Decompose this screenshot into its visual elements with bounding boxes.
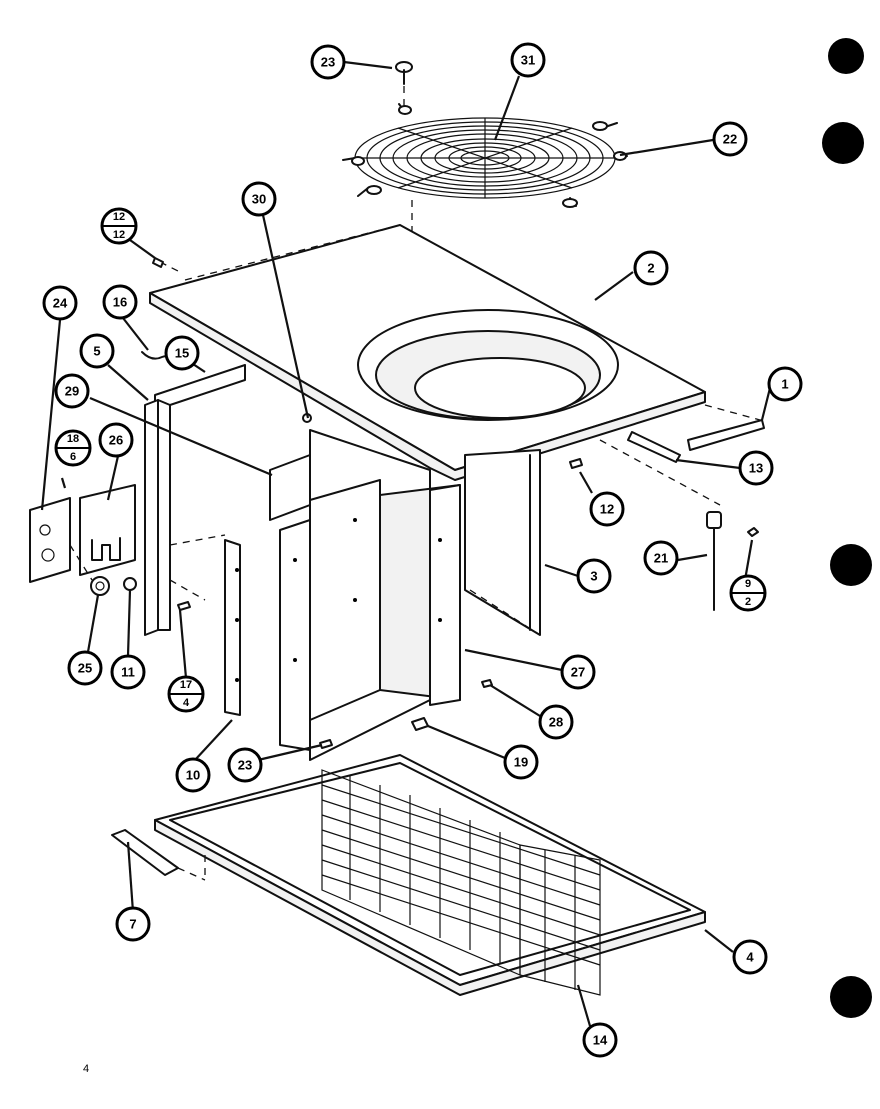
fraction-callout-18-6: 18 6 bbox=[54, 429, 92, 467]
callout-19-label: 19 bbox=[514, 755, 528, 770]
callout-16-label: 16 bbox=[113, 295, 127, 310]
callout-30: 30 bbox=[241, 181, 277, 217]
fraction-12-12-bottom: 12 bbox=[113, 229, 125, 241]
callout-4: 4 bbox=[732, 939, 768, 975]
screw-part-top bbox=[395, 61, 413, 106]
callout-15-label: 15 bbox=[175, 346, 189, 361]
callout-23-top-label: 23 bbox=[321, 55, 335, 70]
callout-14: 14 bbox=[582, 1022, 618, 1058]
callout-26-label: 26 bbox=[109, 433, 123, 448]
fraction-callout-17-4: 17 4 bbox=[167, 675, 205, 713]
page-number: 4 bbox=[83, 1063, 89, 1075]
callout-21-label: 21 bbox=[654, 551, 668, 566]
callout-24: 24 bbox=[42, 285, 78, 321]
base-pan-part bbox=[154, 754, 706, 996]
clip-part bbox=[627, 431, 681, 463]
fraction-18-6-bottom: 6 bbox=[70, 451, 76, 463]
callout-31: 31 bbox=[510, 42, 546, 78]
callout-22-label: 22 bbox=[723, 132, 737, 147]
callout-12-right: 12 bbox=[589, 491, 625, 527]
coil-part bbox=[321, 769, 601, 996]
screw-part-lower bbox=[319, 739, 333, 749]
callout-2-label: 2 bbox=[647, 261, 654, 276]
callout-26: 26 bbox=[98, 422, 134, 458]
callout-24-label: 24 bbox=[53, 296, 68, 311]
callout-13-label: 13 bbox=[749, 461, 763, 476]
callout-10: 10 bbox=[175, 757, 211, 793]
fraction-17-4-bottom: 4 bbox=[183, 697, 190, 709]
callout-5-label: 5 bbox=[93, 344, 100, 359]
screw-part-far-right bbox=[747, 527, 759, 537]
callout-11-label: 11 bbox=[121, 665, 135, 680]
screw-part-lower-left bbox=[177, 601, 191, 611]
callout-29: 29 bbox=[54, 373, 90, 409]
top-panel-part bbox=[149, 224, 706, 481]
nut-part bbox=[411, 717, 429, 731]
access-panel-part bbox=[29, 497, 71, 583]
callout-29-label: 29 bbox=[65, 384, 79, 399]
callout-14-label: 14 bbox=[593, 1033, 608, 1048]
fraction-9-2-bottom: 2 bbox=[745, 596, 751, 608]
fraction-9-2-top: 9 bbox=[745, 578, 751, 590]
callout-28-label: 28 bbox=[549, 715, 563, 730]
callout-25-label: 25 bbox=[78, 661, 92, 676]
callout-27: 27 bbox=[560, 654, 596, 690]
callout-7: 7 bbox=[115, 906, 151, 942]
side-panel-part bbox=[464, 449, 541, 636]
callout-23-lower: 23 bbox=[227, 747, 263, 783]
grommet-parts bbox=[90, 576, 137, 596]
fan-guard-part bbox=[342, 103, 628, 208]
callout-23-lower-label: 23 bbox=[238, 758, 252, 773]
callout-15: 15 bbox=[164, 335, 200, 371]
callout-3: 3 bbox=[576, 558, 612, 594]
fraction-callout-9-2: 9 2 bbox=[729, 574, 767, 612]
callout-16: 16 bbox=[102, 284, 138, 320]
fraction-17-4-top: 17 bbox=[180, 679, 192, 691]
callout-1-label: 1 bbox=[781, 377, 788, 392]
callout-30-label: 30 bbox=[252, 192, 266, 207]
cabinet-body-part bbox=[279, 429, 461, 761]
callout-5: 5 bbox=[79, 333, 115, 369]
callout-4-label: 4 bbox=[746, 950, 754, 965]
support-rod-part bbox=[706, 511, 722, 611]
leader-lines bbox=[40, 60, 772, 1027]
callout-27-label: 27 bbox=[571, 665, 585, 680]
callout-12-right-label: 12 bbox=[600, 502, 614, 517]
rail-part bbox=[687, 419, 765, 451]
callout-28: 28 bbox=[538, 704, 574, 740]
bolt-part-upper-left bbox=[152, 257, 164, 268]
cover-plate-part bbox=[69, 484, 136, 581]
callout-1: 1 bbox=[767, 366, 803, 402]
callout-10-label: 10 bbox=[186, 768, 200, 783]
callout-21: 21 bbox=[643, 540, 679, 576]
callout-7-label: 7 bbox=[129, 917, 136, 932]
binder-holes bbox=[822, 38, 872, 1018]
fraction-callout-12-12: 12 12 bbox=[100, 207, 138, 245]
callout-23-top: 23 bbox=[310, 44, 346, 80]
fraction-12-12-top: 12 bbox=[113, 211, 125, 223]
control-box-part bbox=[154, 364, 312, 521]
callout-31-label: 31 bbox=[521, 53, 535, 68]
callout-22: 22 bbox=[712, 121, 748, 157]
callout-19: 19 bbox=[503, 744, 539, 780]
callout-25: 25 bbox=[67, 650, 103, 686]
callout-3-label: 3 bbox=[590, 569, 597, 584]
fraction-18-6-top: 18 bbox=[67, 433, 79, 445]
bracket-part bbox=[224, 539, 241, 716]
callout-11: 11 bbox=[110, 654, 146, 690]
callout-2: 2 bbox=[633, 250, 669, 286]
base-rail-part bbox=[111, 829, 206, 881]
corner-post-part bbox=[144, 399, 226, 636]
screw-part-right bbox=[569, 458, 583, 469]
callout-13: 13 bbox=[738, 450, 774, 486]
